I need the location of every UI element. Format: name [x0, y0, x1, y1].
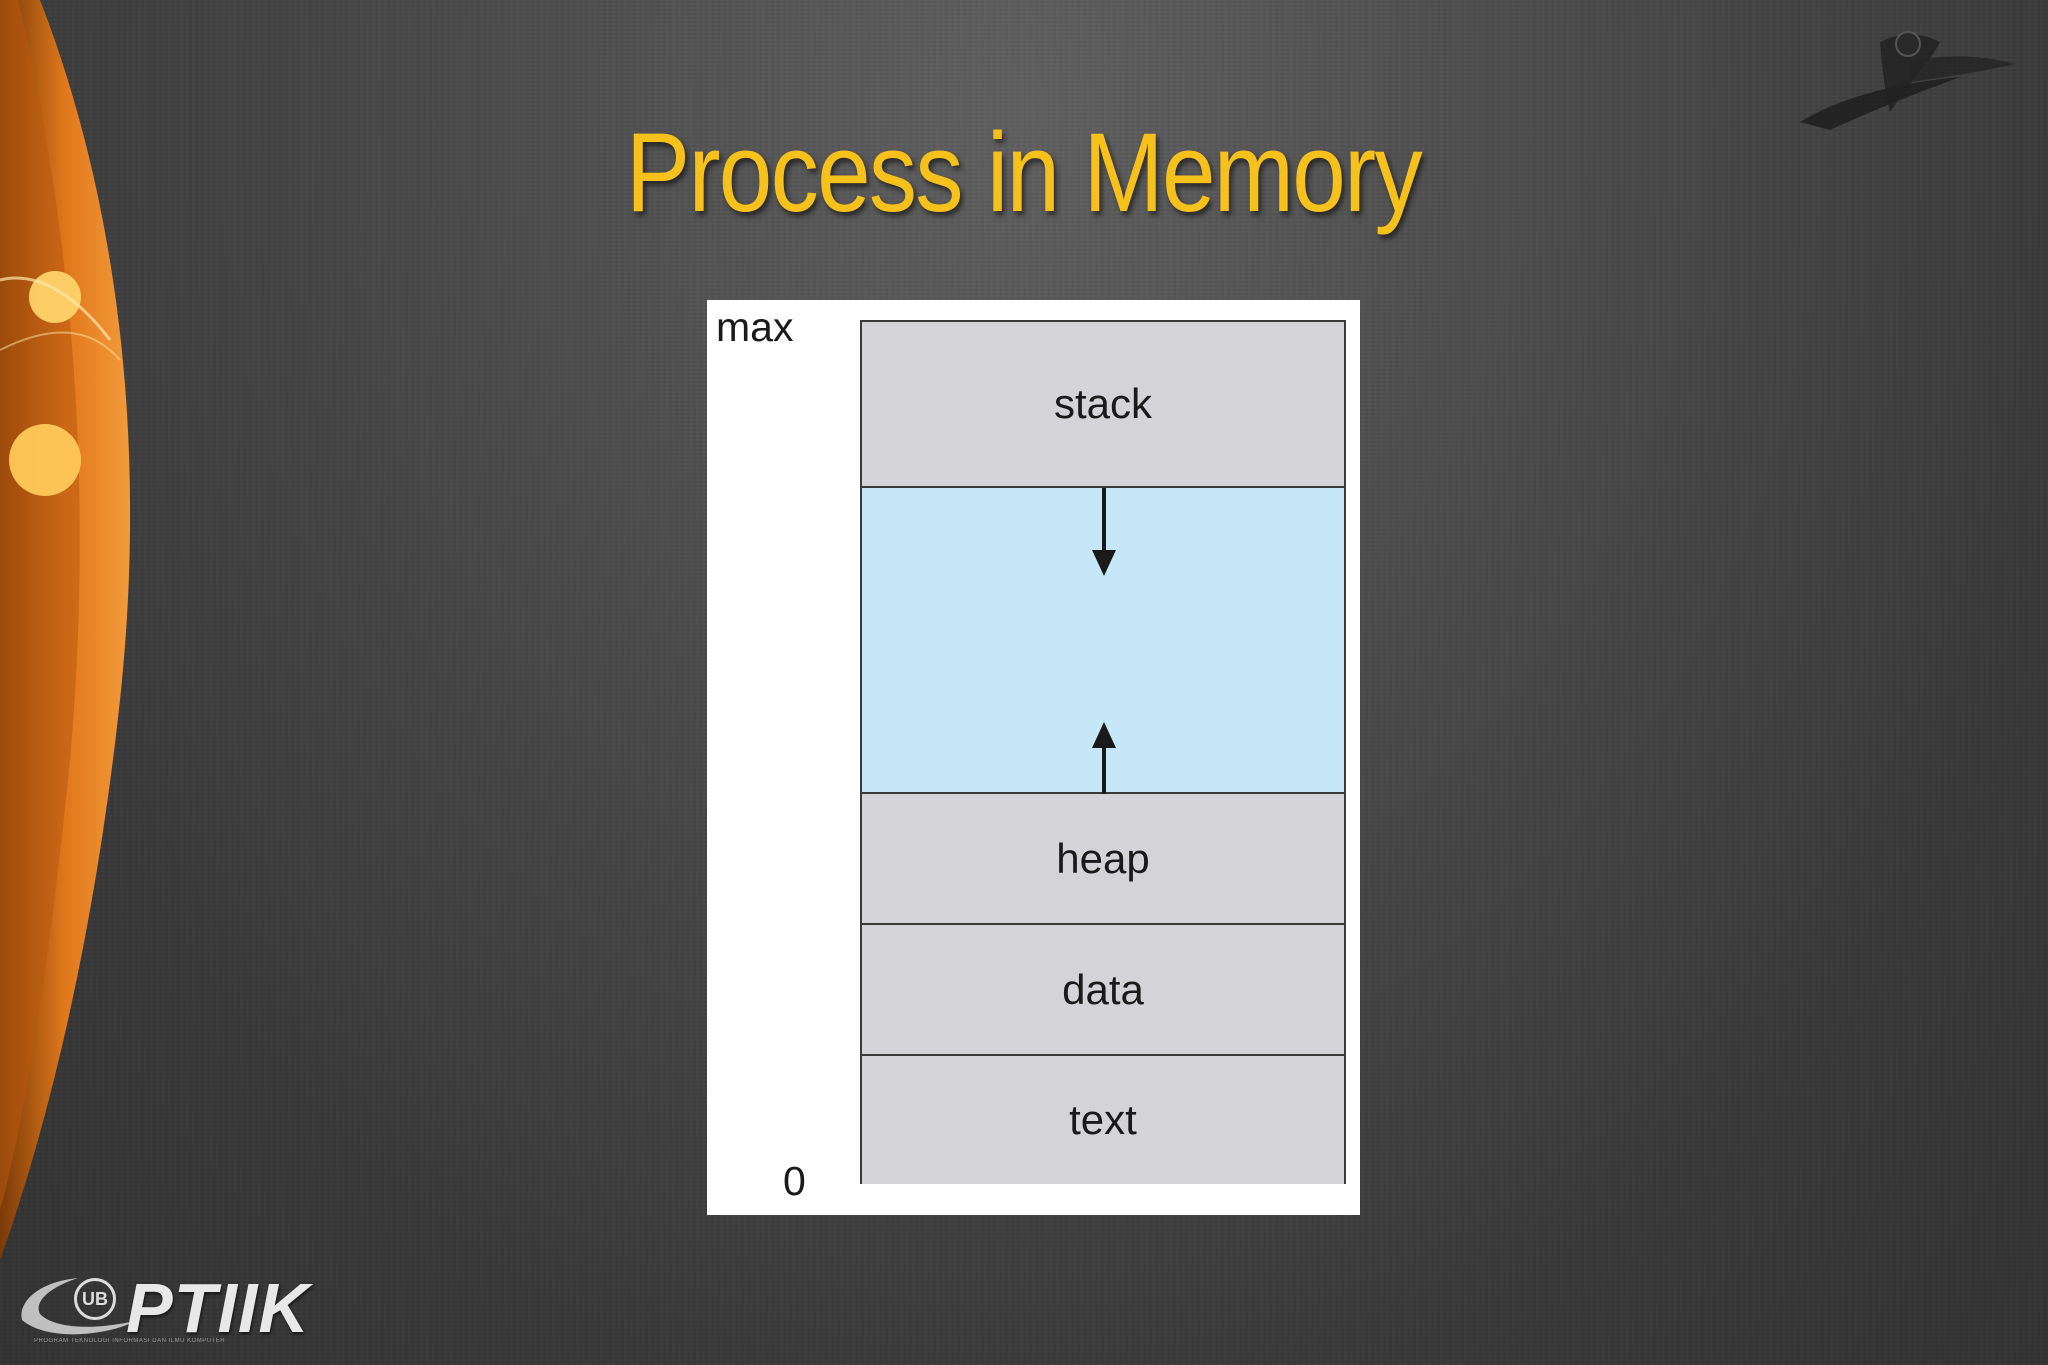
- stack-grows-down-arrow-icon: [1092, 488, 1116, 576]
- slide-title: Process in Memory: [625, 110, 1423, 235]
- address-zero-label: 0: [783, 1158, 806, 1204]
- orange-swoosh-decoration: [0, 0, 131, 1260]
- corner-logo-icon: [1800, 31, 2015, 130]
- stack-segment: stack: [862, 322, 1344, 488]
- memory-segments: stack heap data text: [860, 320, 1346, 1184]
- memory-layout-diagram: max 0 stack heap data text: [707, 300, 1360, 1215]
- text-segment: text: [862, 1056, 1344, 1184]
- footer-ub-badge: UB: [74, 1278, 116, 1320]
- heap-segment-label: heap: [1056, 834, 1150, 882]
- footer-brand-logo: PTIIK: [126, 1269, 310, 1347]
- footer-tagline: PROGRAM TEKNOLOGI INFORMASI DAN ILMU KOM…: [34, 1338, 226, 1344]
- data-segment: data: [862, 925, 1344, 1056]
- stack-segment-label: stack: [1053, 380, 1153, 427]
- heap-grows-up-arrow-icon: [1092, 722, 1116, 794]
- free-space-segment: [862, 488, 1344, 794]
- heap-segment: heap: [862, 794, 1344, 925]
- address-max-label: max: [716, 304, 794, 350]
- text-segment-label: text: [1069, 1096, 1137, 1143]
- data-segment-label: data: [1062, 965, 1144, 1013]
